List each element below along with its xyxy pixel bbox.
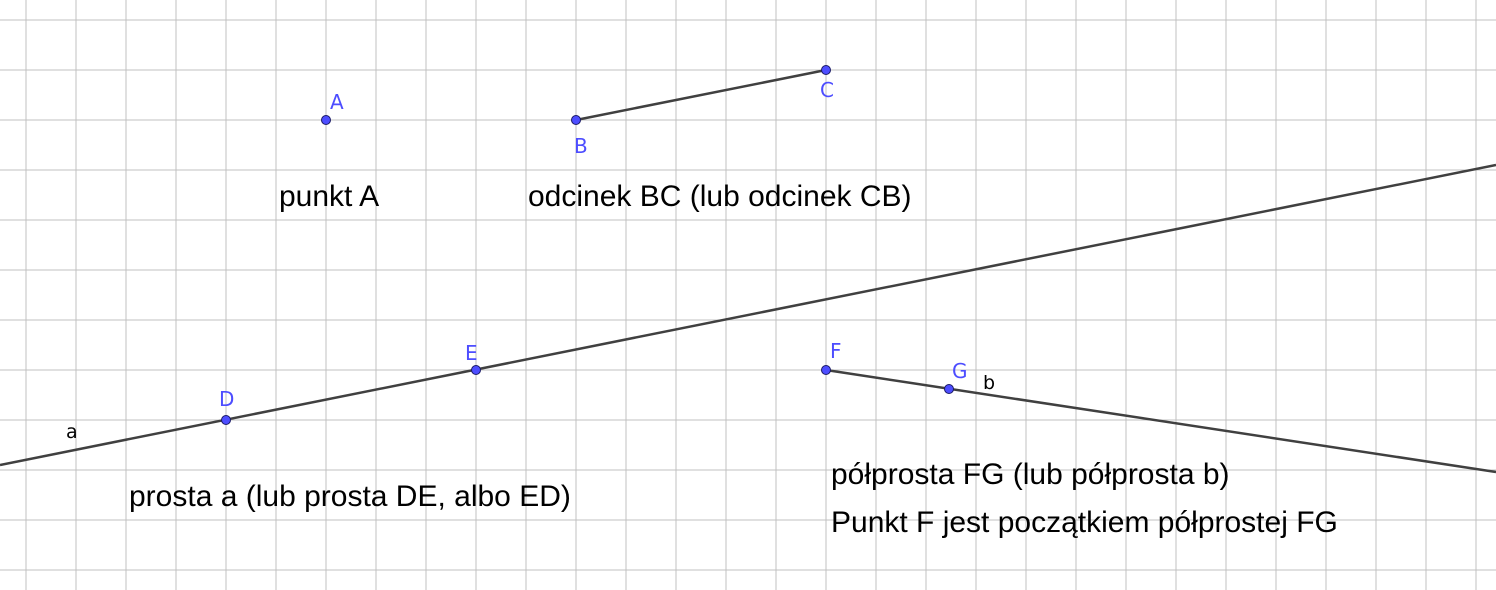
point-g[interactable]: [944, 384, 954, 394]
ray-label-b: b: [983, 372, 995, 394]
point-label-a: A: [330, 90, 344, 114]
point-f[interactable]: [821, 365, 831, 375]
caption-point: punkt A: [279, 180, 379, 213]
caption-ray: półprosta FG (lub półprosta b): [831, 458, 1230, 491]
point-label-d: D: [219, 387, 234, 411]
point-e[interactable]: [471, 365, 481, 375]
point-label-c: C: [820, 78, 834, 102]
segment-bc[interactable]: [575, 68, 827, 122]
line-label-a: a: [66, 421, 78, 443]
point-c[interactable]: [821, 65, 831, 75]
point-label-g: G: [952, 359, 968, 383]
ray-fg[interactable]: [825, 368, 1496, 474]
point-label-b: B: [574, 134, 588, 158]
line-a[interactable]: [0, 163, 1496, 467]
point-b[interactable]: [571, 115, 581, 125]
point-d[interactable]: [221, 415, 231, 425]
point-label-e: E: [465, 341, 478, 365]
caption-ray-note: Punkt F jest początkiem półprostej FG: [831, 506, 1338, 539]
point-a[interactable]: [321, 115, 331, 125]
point-label-f: F: [830, 339, 842, 363]
caption-segment: odcinek BC (lub odcinek CB): [528, 180, 912, 213]
caption-line: prosta a (lub prosta DE, albo ED): [129, 480, 571, 513]
